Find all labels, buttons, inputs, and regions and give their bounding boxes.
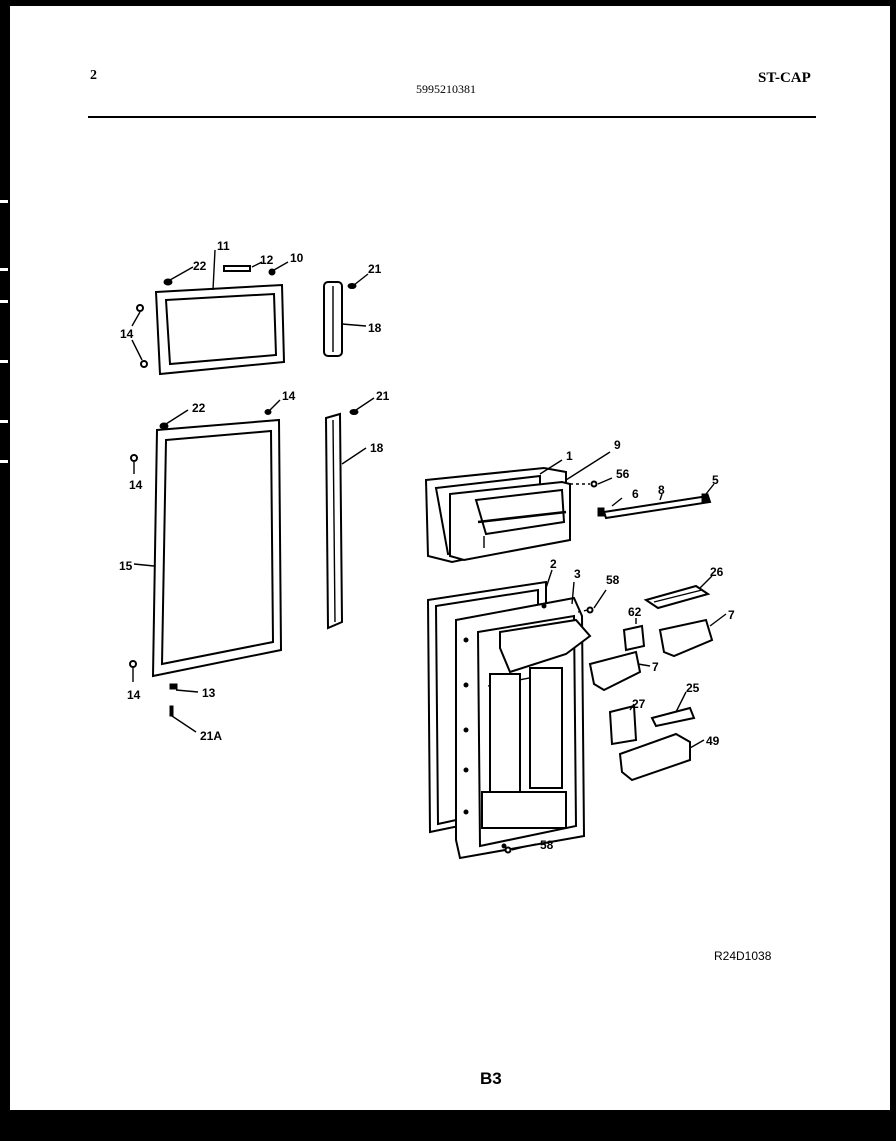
freezer-gasket	[154, 283, 286, 376]
callout-27: 27	[632, 697, 646, 711]
callout-21A: 21A	[200, 729, 222, 743]
header-rule	[88, 116, 816, 118]
callout-49: 49	[706, 734, 720, 748]
callout-21: 21	[368, 262, 382, 276]
callout-14: 14	[282, 389, 296, 403]
callout-25: 25	[686, 681, 700, 695]
callout-2: 2	[550, 557, 557, 571]
callout-62: 62	[628, 605, 642, 619]
callout-13: 13	[202, 686, 216, 700]
fresh-food-gasket	[151, 418, 283, 678]
door-accessories	[504, 480, 714, 854]
callout-22: 22	[192, 401, 206, 415]
fresh-food-door	[426, 580, 592, 860]
callout-labels: 11 12 10 22 14 21 18 22 14 21 18 14 15 1…	[119, 239, 735, 852]
callout-5: 5	[712, 473, 719, 487]
callout-18: 18	[368, 321, 382, 335]
callout-22: 22	[193, 259, 207, 273]
callout-18: 18	[370, 441, 384, 455]
callout-12: 12	[260, 253, 274, 267]
callout-14: 14	[129, 478, 143, 492]
parts-sheet: 2 5995210381 ST-CAP	[10, 6, 890, 1110]
freezer-breaker-strip	[323, 281, 343, 357]
callout-6: 6	[632, 487, 639, 501]
fresh-food-breaker-strip	[324, 412, 344, 630]
callout-3: 3	[574, 567, 581, 581]
page-number: 2	[90, 68, 97, 83]
callout-8: 8	[658, 483, 665, 497]
callout-7: 7	[652, 660, 659, 674]
callout-7: 7	[728, 608, 735, 622]
callout-11: 11	[217, 239, 230, 253]
callout-9: 9	[614, 438, 621, 452]
callout-58: 58	[606, 573, 620, 587]
callout-1: 1	[566, 449, 573, 463]
exploded-diagram: 11 12 10 22 14 21 18 22 14 21 18 14 15 1…	[119, 239, 735, 860]
leader-lines-left	[131, 249, 375, 733]
callout-15: 15	[119, 559, 133, 573]
hardware-parts	[129, 265, 359, 717]
callout-26: 26	[710, 565, 724, 579]
sheet-id: B3	[480, 1069, 502, 1088]
part-number: 5995210381	[416, 82, 476, 96]
callout-56: 56	[616, 467, 630, 481]
callout-14: 14	[120, 327, 134, 341]
reference-code: R24D1038	[714, 949, 772, 963]
leader-lines-right	[511, 451, 727, 851]
model-code: ST-CAP	[758, 70, 811, 86]
callout-21: 21	[376, 389, 390, 403]
callout-58: 58	[540, 838, 554, 852]
callout-10: 10	[290, 251, 304, 265]
callout-14: 14	[127, 688, 141, 702]
freezer-door	[424, 466, 712, 564]
